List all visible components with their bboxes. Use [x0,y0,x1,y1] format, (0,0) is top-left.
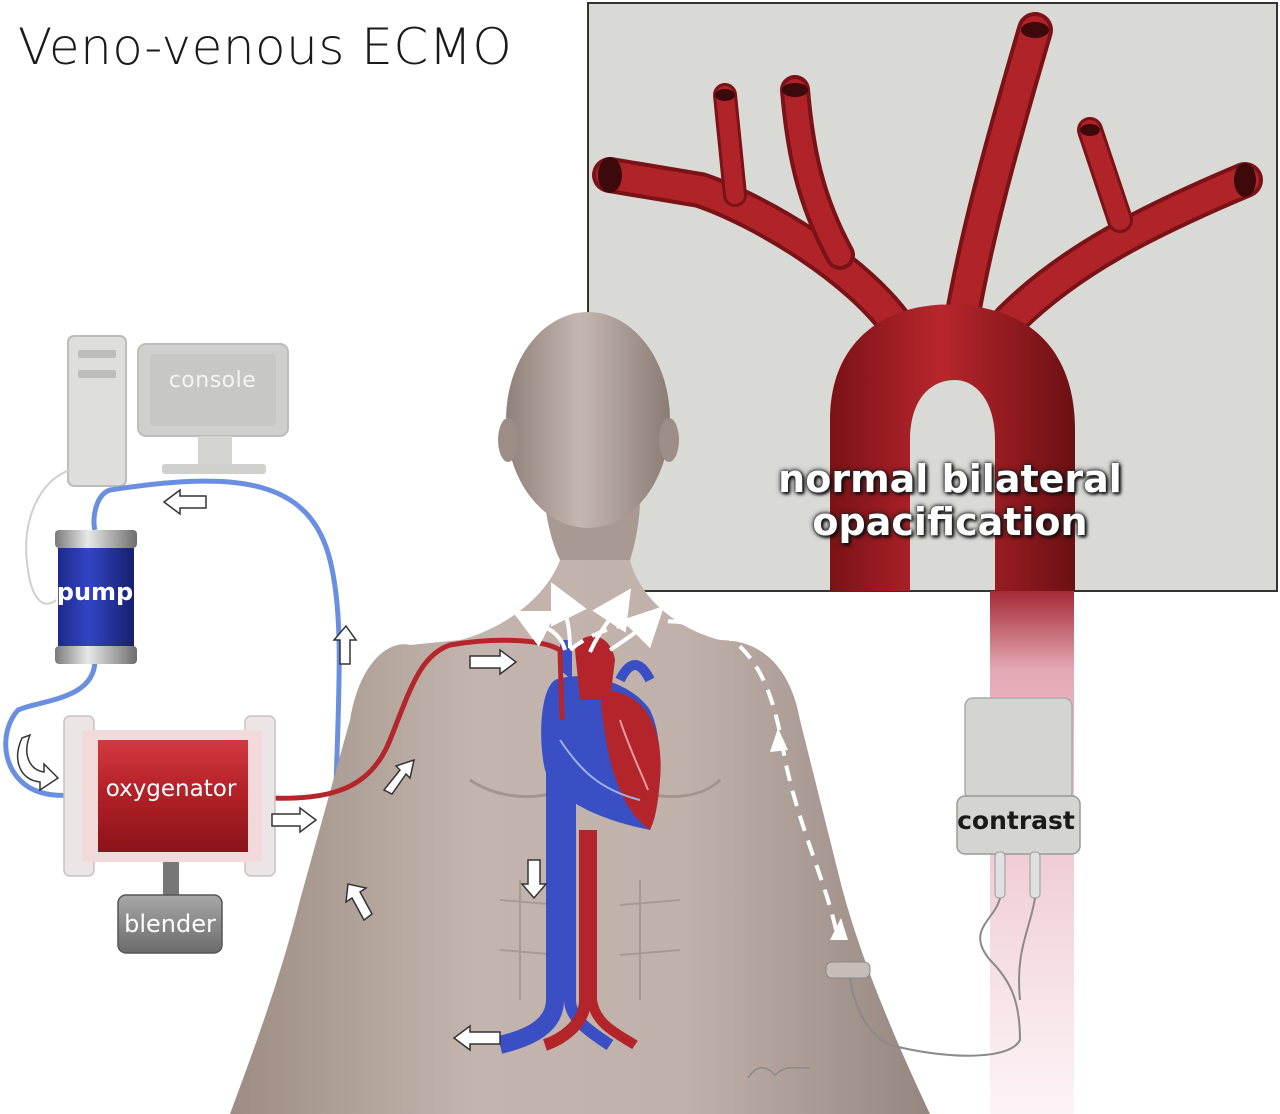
heart [541,636,661,830]
contrast-injector [825,697,1081,1057]
artist-signature [747,1066,811,1079]
blender-device [117,894,223,954]
contrast-arrow-lower [830,918,848,940]
opacification-note-line2: opacification [812,499,1088,544]
console-device [25,335,289,605]
oxygenator-device [63,715,276,898]
opacification-note-line1: normal bilateral [778,457,1122,501]
aortic-arch-inset [587,2,1278,592]
console-label: console [168,368,257,393]
oxygenator-label: oxygenator [105,776,237,802]
neck-flow-arrows [512,582,665,653]
blender-label: blender [124,910,216,938]
diagram-title: Veno-venous ECMO [18,18,513,76]
pump-device [55,530,137,664]
great-vessels [497,720,638,1054]
opacification-note: normal bilateral opacification [760,458,1140,543]
pump-to-oxygenator-tubing [3,659,98,798]
contrast-arrow-upper [770,728,788,752]
pump-label: pump [56,578,134,606]
contrast-label: contrast [957,806,1075,835]
tubing-direction-arrows [17,488,548,1052]
